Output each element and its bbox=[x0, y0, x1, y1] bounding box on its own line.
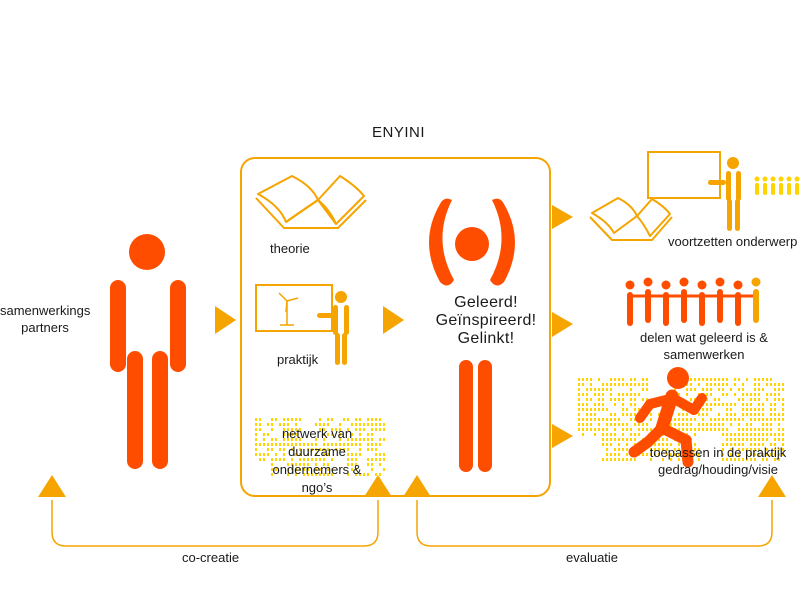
arrow-right-icon bbox=[552, 424, 573, 448]
theorie-label: theorie bbox=[270, 241, 310, 256]
arrow-right-icon bbox=[552, 205, 573, 229]
arrow-right-icon bbox=[552, 312, 573, 337]
flow-arrows bbox=[38, 205, 786, 497]
arrow-right-icon bbox=[215, 306, 236, 334]
diagram-title: ENYINI bbox=[372, 124, 426, 141]
arrow-up-icon bbox=[364, 475, 392, 497]
people-group-icon bbox=[625, 277, 761, 326]
status-label: Geleerd!Geïnspireerd!Gelinkt! bbox=[435, 294, 537, 347]
evaluatie-label: evaluatie bbox=[566, 550, 619, 565]
delen-label: delen wat geleerd is &samenwerken bbox=[640, 330, 768, 362]
enyini-box bbox=[240, 157, 551, 497]
whiteboard-presenter-icon bbox=[255, 284, 349, 365]
presenter-audience-icon bbox=[647, 151, 800, 231]
cocreatie-loop bbox=[51, 500, 379, 547]
world-map-icon bbox=[255, 418, 385, 476]
partner-person-icon bbox=[110, 234, 186, 469]
arrow-up-icon bbox=[38, 475, 66, 497]
arrow-up-icon bbox=[758, 475, 786, 497]
praktijk-label: praktijk bbox=[277, 352, 319, 367]
arrow-up-icon bbox=[403, 475, 431, 497]
small-book-icon bbox=[589, 197, 673, 241]
evaluatie-loop bbox=[416, 500, 773, 547]
arrow-right-icon bbox=[383, 306, 404, 334]
book-icon bbox=[255, 175, 367, 229]
celebrating-person-icon bbox=[429, 198, 515, 472]
cocreatie-label: co-creatie bbox=[182, 550, 240, 565]
running-person-icon bbox=[628, 367, 707, 468]
voortzetten-label: voortzetten onderwerp bbox=[668, 234, 798, 249]
